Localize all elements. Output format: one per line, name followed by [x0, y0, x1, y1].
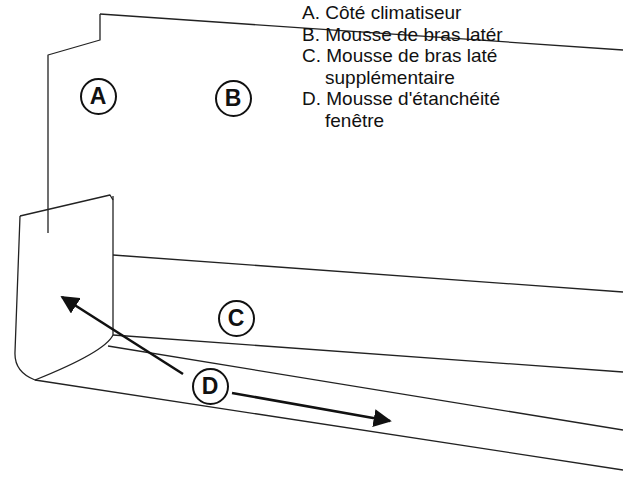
key-entry: C. Mousse de bras laté supplémentaire [302, 45, 552, 88]
side-arm-foam-front-edge [112, 196, 113, 335]
ac-side-edge [48, 14, 100, 233]
seal-foam-corner [35, 335, 113, 380]
leader-arrow [232, 393, 390, 421]
key-entry: A. Côté climatiseur [302, 2, 552, 24]
extra-foam-top [113, 255, 623, 292]
extra-foam-bottom [113, 335, 623, 372]
callout-circle: C [218, 300, 255, 337]
leader-arrows [62, 297, 390, 421]
key-entry: D. Mousse d'étanchéité fenêtre [302, 88, 552, 131]
callout-circle: B [215, 80, 252, 117]
leader-arrow [62, 297, 183, 374]
key-entry: B. Mousse de bras latér [302, 24, 552, 46]
callout-letter: C [228, 307, 245, 330]
seal-foam-top [20, 195, 113, 216]
seal-foam-edge [108, 346, 623, 430]
callout-circle: D [192, 368, 229, 405]
callout-letter: A [90, 85, 107, 108]
callout-circle: A [80, 78, 117, 115]
callout-letter: B [225, 87, 242, 110]
seal-foam-outline [15, 216, 623, 470]
callout-letter: D [202, 375, 219, 398]
foam-outline [15, 14, 623, 470]
